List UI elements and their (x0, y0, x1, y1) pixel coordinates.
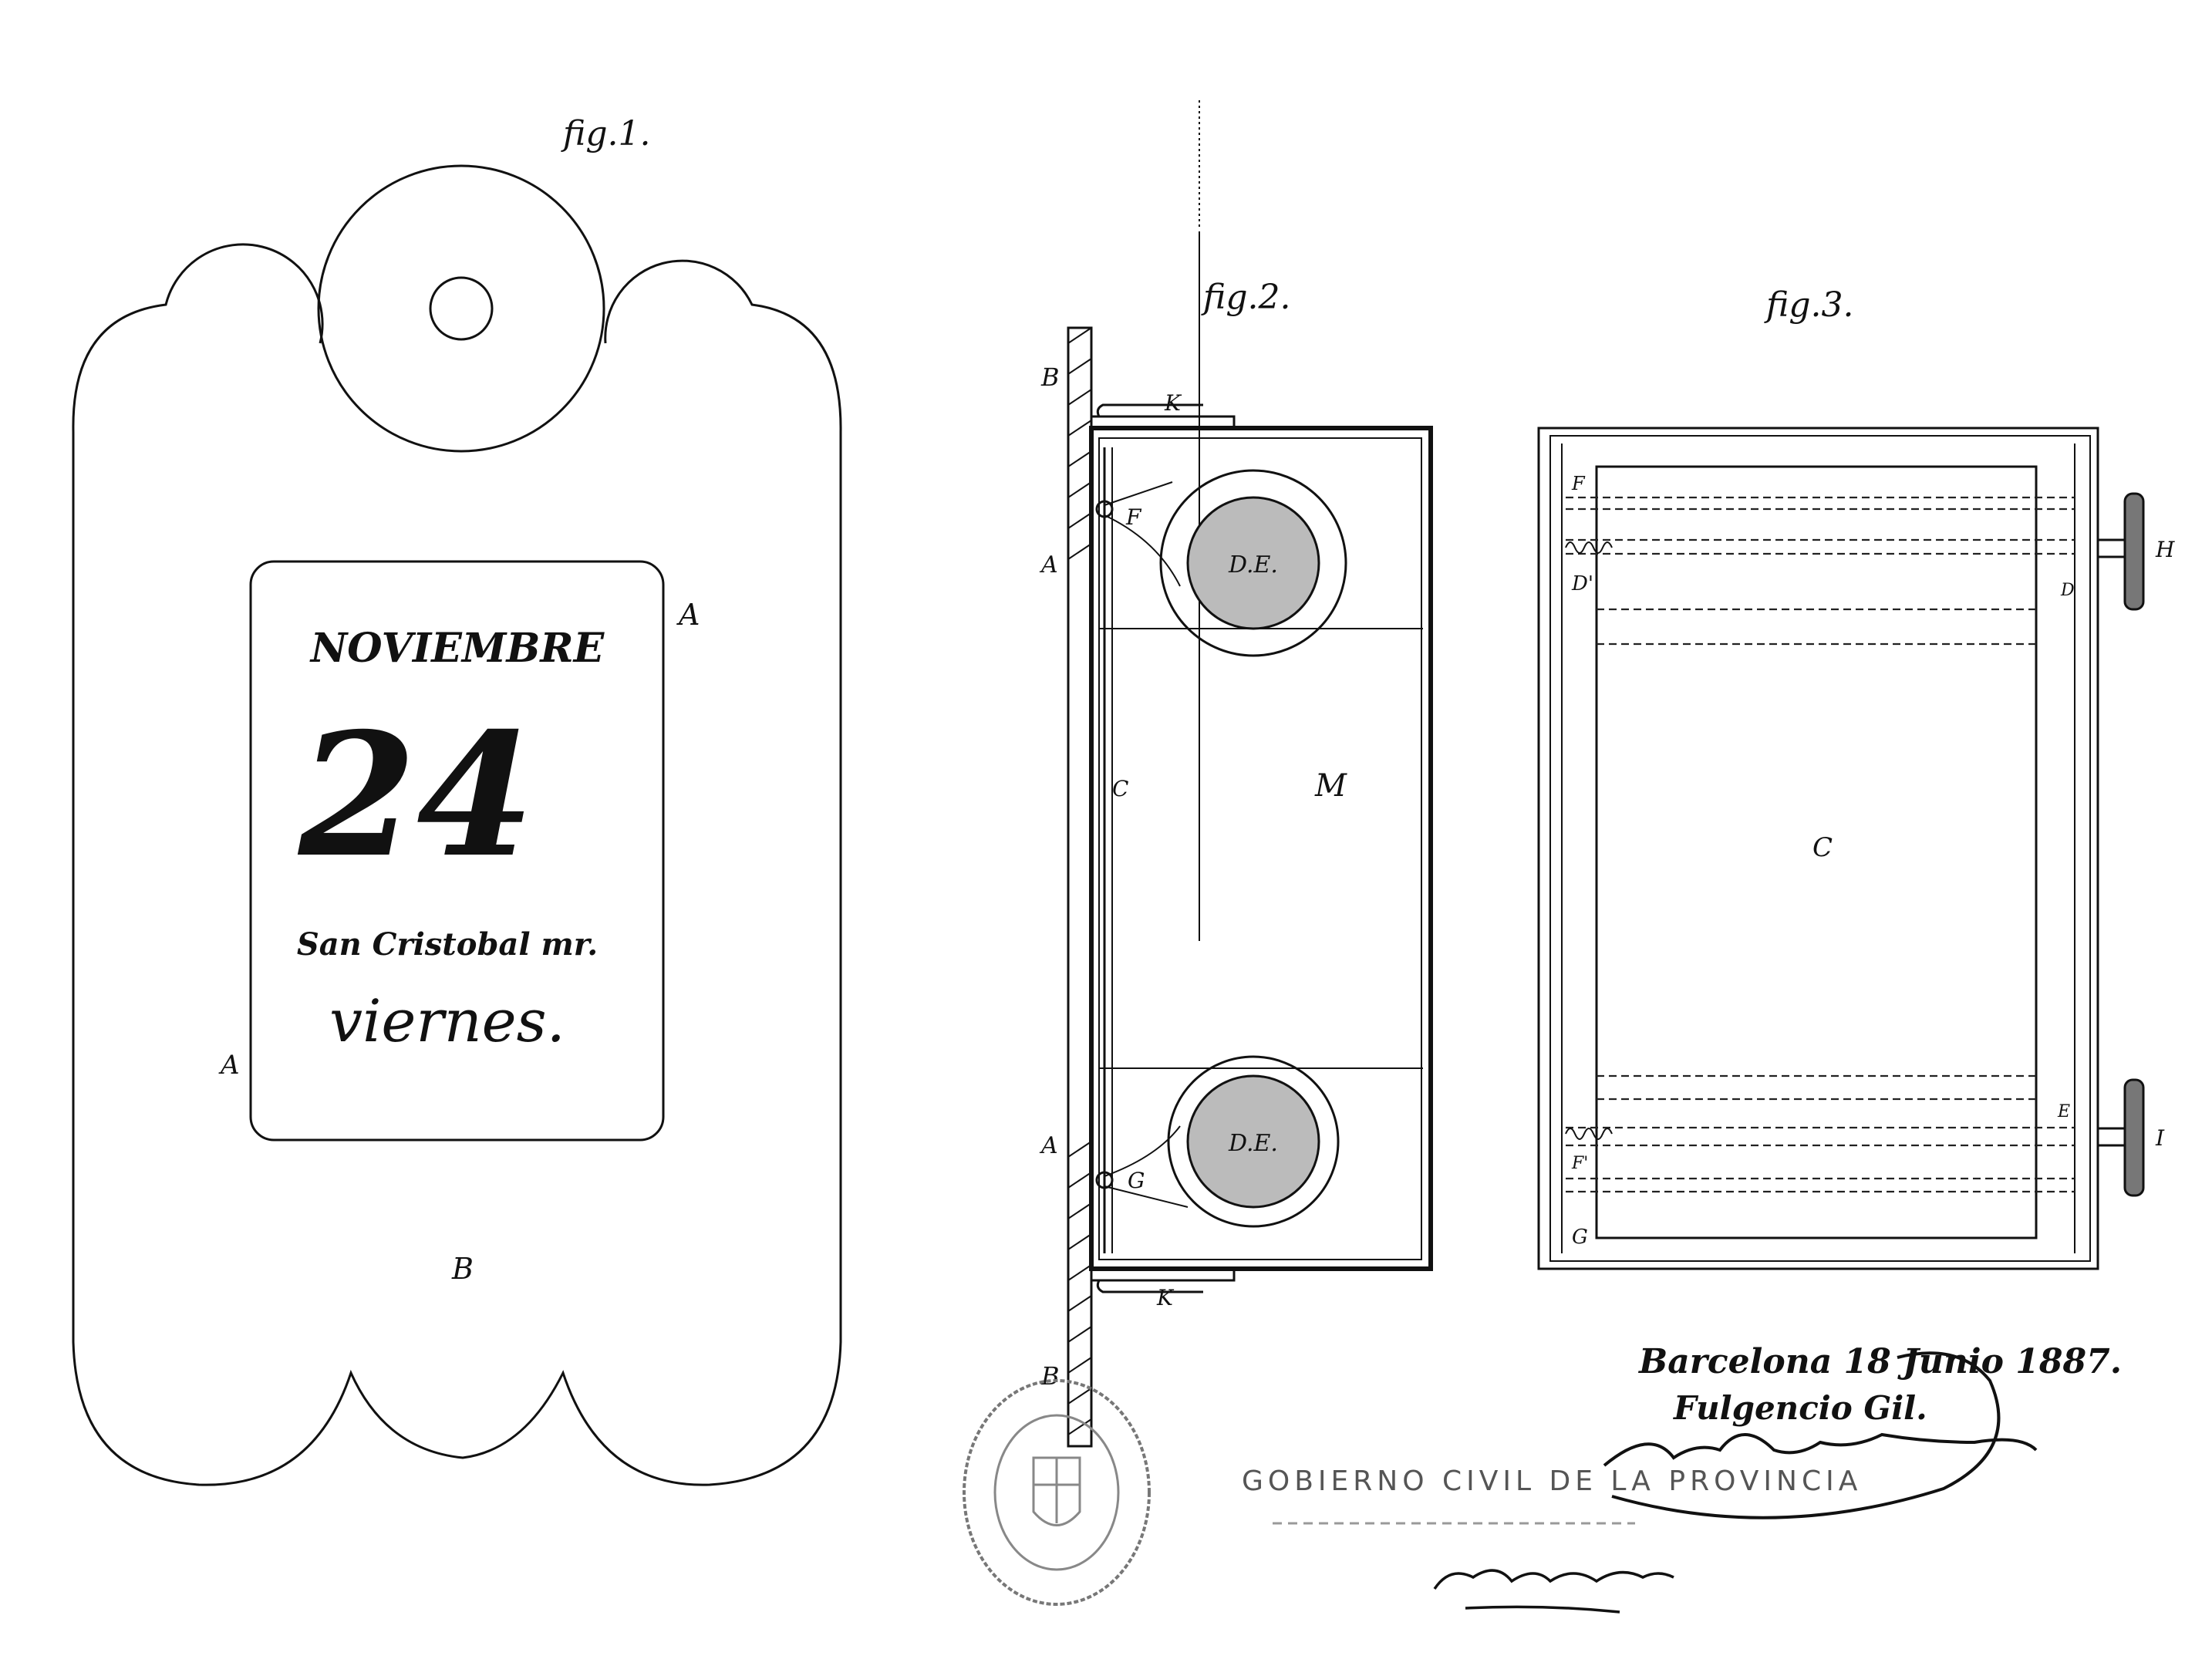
figure-2: fig.2. (1039, 100, 1433, 1448)
knob-lower (2123, 1078, 2145, 1197)
calendar-day: 24 (297, 695, 534, 895)
pin-f (1095, 500, 1114, 518)
lower-roller-core (1186, 1074, 1320, 1209)
knob-shaft-upper (2096, 538, 2126, 558)
fig3-label-e: E (2057, 1102, 2070, 1121)
calendar-weekday: viernes. (329, 986, 565, 1055)
figure-1: fig.1. NOVIEMBRE 24 San Cristobal mr. vi… (72, 114, 842, 1486)
pin-g (1095, 1171, 1114, 1189)
fig2-label-a-bottom: A (1039, 1132, 1058, 1159)
fig2-label-f: F (1125, 504, 1142, 530)
seal-crest (1032, 1456, 1081, 1526)
fig3-label-d-prime: D' (1571, 572, 1593, 595)
knob-upper (2123, 492, 2145, 611)
fig2-label-m: M (1314, 768, 1347, 804)
calendar-saint: San Cristobal mr. (297, 926, 598, 963)
lower-roller-outer (1167, 1055, 1340, 1228)
upper-roller-outer (1159, 469, 1347, 657)
fig2-label-g: G (1128, 1168, 1145, 1193)
fig3-label-h: H (2155, 537, 2175, 562)
upper-roller-label: D.E. (1228, 551, 1278, 578)
calendar-month: NOVIEMBRE (309, 625, 605, 672)
lower-roller-label: D.E. (1228, 1130, 1278, 1157)
fig3-label-c: C (1812, 832, 1833, 863)
fig1-label-b: B (451, 1252, 474, 1286)
fig3-label-d-right: D (2060, 581, 2075, 600)
hanging-hole (429, 276, 494, 341)
fig3-label-f-prime: F' (1571, 1154, 1588, 1173)
fig2-label-k-bottom: K (1156, 1285, 1175, 1310)
official-seal-inner (993, 1414, 1120, 1571)
inventor-name: Fulgencio Gil. (1673, 1389, 1927, 1427)
figure-3: fig.3. F D' D H C E F' I (1537, 285, 2175, 1270)
office-stamp: GOBIERNO CIVIL DE LA PROVINCIA (1242, 1465, 1862, 1497)
box-inner (1098, 437, 1422, 1260)
fig1-label-a-left: A (218, 1050, 240, 1081)
signature-block: Barcelona 18 Junio 1887. Fulgencio Gil. … (963, 1342, 2122, 1614)
secondary-signature (1433, 1569, 1674, 1614)
fig2-title: fig.2. (1201, 278, 1290, 317)
fig2-label-c: C (1112, 776, 1128, 801)
spring-lower (1565, 1128, 1613, 1140)
calendar-board-outline (72, 243, 842, 1486)
fig3-label-i: I (2155, 1125, 2165, 1151)
fig3-title: fig.3. (1764, 285, 1853, 325)
bracket-bottom (1091, 1269, 1236, 1293)
place-date: Barcelona 18 Junio 1887. (1637, 1342, 2122, 1381)
spring-top (1104, 481, 1181, 587)
knob-shaft-lower (2096, 1127, 2126, 1147)
calendar-card (249, 560, 665, 1142)
front-frame-outer (1537, 427, 2099, 1270)
fig2-label-k-top: K (1164, 390, 1182, 416)
fig1-title: fig.1. (561, 114, 650, 153)
fig1-label-a-right: A (676, 598, 700, 632)
fig2-label-b-bottom: B (1040, 1361, 1060, 1391)
fig3-label-g: G (1572, 1226, 1588, 1249)
bracket-top (1091, 403, 1236, 428)
official-seal (963, 1379, 1151, 1606)
official-signature (1603, 1351, 2038, 1519)
hanging-disc (317, 164, 605, 453)
spring-upper (1565, 541, 1613, 554)
spring-bottom (1104, 1125, 1189, 1208)
box-outer (1089, 426, 1433, 1271)
fig3-label-f: F (1571, 473, 1586, 494)
wall-board-hatch (1067, 327, 1092, 1435)
front-frame-inner (1549, 435, 2091, 1262)
paper-sheet (1595, 465, 2038, 1239)
fig2-label-b-top: B (1040, 363, 1060, 392)
fig2-label-a-top: A (1039, 551, 1058, 578)
